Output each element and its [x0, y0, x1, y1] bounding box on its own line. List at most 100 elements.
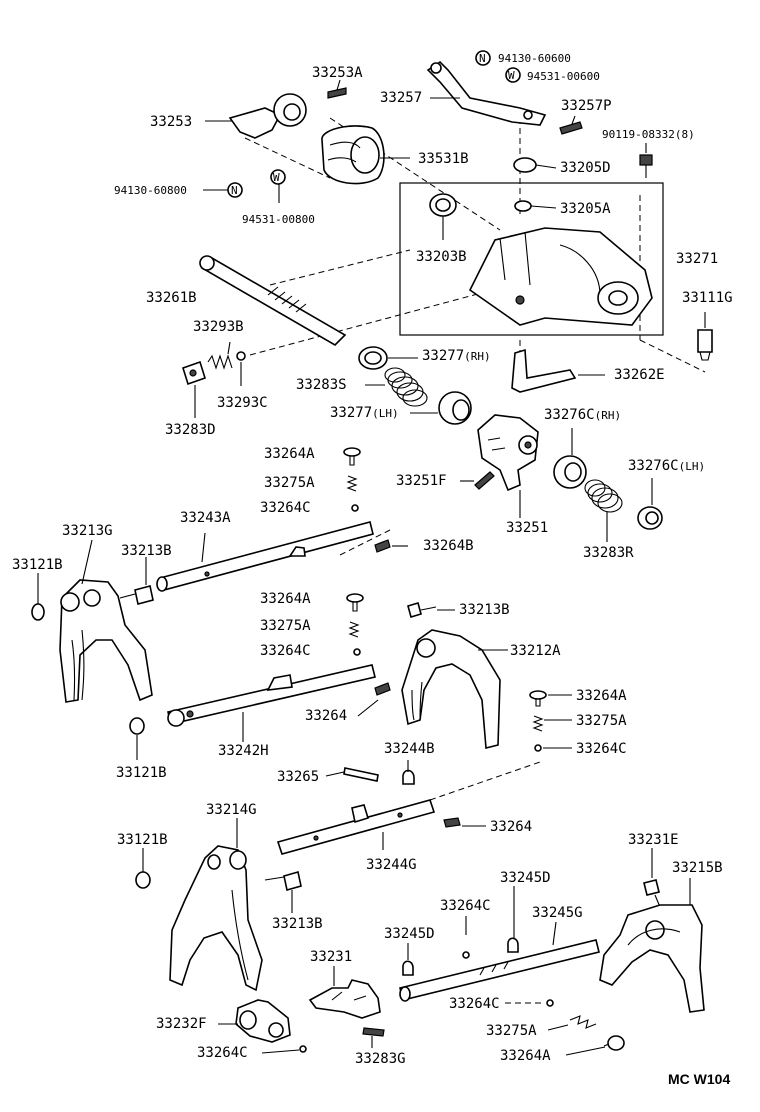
- plug-33264A-1: [343, 447, 361, 466]
- clip-33244B: [402, 769, 415, 785]
- w-badge-label: W: [273, 171, 280, 184]
- callout-33231E: 33231E: [628, 832, 679, 848]
- callout-33251: 33251: [506, 520, 549, 536]
- bolt-33213B-1: [119, 585, 154, 605]
- spring-33293B: [207, 354, 233, 370]
- shift-fork-33213G: [59, 579, 153, 703]
- clip-33245D-1: [507, 937, 519, 953]
- callout-33283R: 33283R: [583, 545, 634, 561]
- callout-33293C: 33293C: [217, 395, 268, 411]
- callout-33276C-lh-number: 33276C: [628, 458, 679, 474]
- leader-line: [261, 1049, 300, 1054]
- ball-33264C-1: [351, 504, 359, 512]
- callout-33244B: 33244B: [384, 741, 435, 757]
- callout-33277-rh-number: 33277: [422, 348, 465, 364]
- n-badge-label: N: [479, 52, 486, 65]
- leader-line: [571, 115, 576, 125]
- clip-33245D-2: [402, 960, 414, 976]
- callout-33245D-1: 33245D: [500, 870, 551, 886]
- callout-33264C-1: 33264C: [260, 500, 311, 516]
- ball-33264C-3: [534, 744, 542, 752]
- pin-33251F: [474, 471, 495, 490]
- ball-33264C-2: [353, 648, 361, 656]
- pin-33253A: [327, 87, 347, 99]
- callout-33264C-3: 33264C: [576, 741, 627, 757]
- shift-head-33231: [308, 979, 381, 1019]
- bushing-33277-rh: [358, 346, 388, 370]
- callout-94130-60800: 94130-60800: [114, 184, 187, 197]
- callout-33275A-2: 33275A: [260, 618, 311, 634]
- spring-33275A-1: [346, 475, 358, 492]
- plug-33283D: [182, 360, 206, 386]
- callout-33205D: 33205D: [560, 160, 611, 176]
- pin-33265: [343, 767, 379, 782]
- drive-33111G: [697, 329, 713, 361]
- leader-line: [325, 771, 345, 777]
- callout-33264A-1: 33264A: [264, 446, 315, 462]
- callout-33264C-6: 33264C: [197, 1045, 248, 1061]
- pin-33264B: [374, 539, 391, 553]
- callout-33277-rh: 33277(RH): [422, 348, 491, 364]
- callout-33245G: 33245G: [532, 905, 583, 921]
- shift-head-33251: [477, 414, 539, 492]
- callout-33277-lh-tag: (LH): [372, 407, 399, 420]
- callout-33213G: 33213G: [62, 523, 113, 539]
- n-badge-label: N: [231, 184, 238, 197]
- leader-line: [336, 79, 341, 91]
- callout-33257: 33257: [380, 90, 423, 106]
- bolt-33213B-3: [264, 870, 302, 892]
- spring-33283S: [384, 367, 428, 407]
- seal-33276C-lh: [637, 506, 663, 530]
- callout-33253A: 33253A: [312, 65, 363, 81]
- callout-33232F: 33232F: [156, 1016, 207, 1032]
- pin-33283G: [362, 1027, 385, 1037]
- callout-33271: 33271: [676, 251, 719, 267]
- callout-33261B: 33261B: [146, 290, 197, 306]
- callout-33213B-3: 33213B: [272, 916, 323, 932]
- leader-line: [530, 164, 557, 209]
- callout-33531B: 33531B: [418, 151, 469, 167]
- ball-33264C-6: [299, 1045, 307, 1053]
- lever-33262E: [511, 348, 577, 393]
- callout-33245D-2: 33245D: [384, 926, 435, 942]
- n-washer-icon: [475, 50, 491, 66]
- callout-33121B-1: 33121B: [12, 557, 63, 573]
- callout-33283G: 33283G: [355, 1051, 406, 1067]
- housing-33271: [468, 227, 653, 326]
- callout-33283S: 33283S: [296, 377, 347, 393]
- reference-line: [244, 137, 331, 179]
- leader-line: [203, 184, 280, 203]
- leader-line: [543, 694, 572, 749]
- callout-33264-2: 33264: [490, 819, 533, 835]
- callout-33203B: 33203B: [416, 249, 467, 265]
- leader-line: [201, 532, 206, 563]
- callout-33264A-4: 33264A: [500, 1048, 551, 1064]
- reference-line: [269, 249, 411, 286]
- callout-33121B-3: 33121B: [117, 832, 168, 848]
- callout-94531-00600: 94531-00600: [527, 70, 600, 83]
- callout-33242H: 33242H: [218, 743, 269, 759]
- callout-33277-lh-number: 33277: [330, 405, 373, 421]
- housing-box-frame: [399, 182, 664, 336]
- washer-33205A: [514, 200, 532, 212]
- shift-rod-33244G: [276, 799, 436, 855]
- bolt-90119-08332: [639, 154, 653, 178]
- callout-33264C-4: 33264C: [440, 898, 491, 914]
- callout-94531-00800: 94531-00800: [242, 213, 315, 226]
- pin-33264-2: [443, 817, 461, 828]
- ball-33293C: [236, 351, 246, 361]
- callout-94130-60600: 94130-60600: [498, 52, 571, 65]
- callout-33283D: 33283D: [165, 422, 216, 438]
- shaft-33261B: [199, 255, 347, 347]
- shift-rod-33245G: [399, 939, 600, 1002]
- boot-33531B: [321, 125, 385, 185]
- leader-line: [547, 1024, 569, 1031]
- ball-33264C-5: [546, 999, 554, 1007]
- callout-33212A: 33212A: [510, 643, 561, 659]
- w-washer-icon: [505, 67, 521, 83]
- plug-33264A-2: [346, 593, 364, 612]
- callout-33253: 33253: [150, 114, 193, 130]
- callout-33293B: 33293B: [193, 319, 244, 335]
